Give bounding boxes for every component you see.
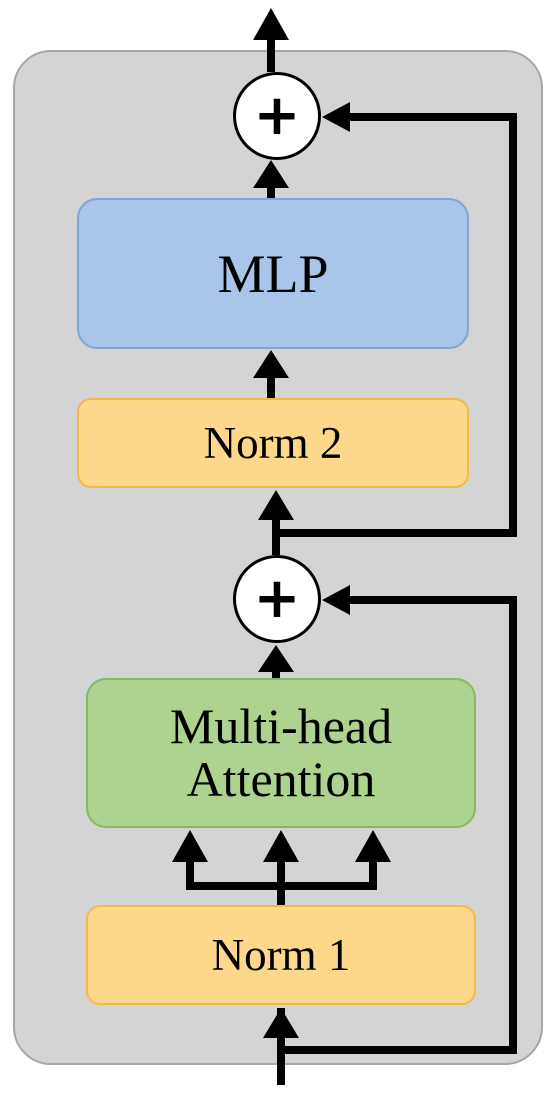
output-arrowhead <box>253 8 289 40</box>
residual-connection-2 <box>276 113 517 537</box>
plus-icon: + <box>253 566 301 631</box>
add-node-top: + <box>233 72 321 160</box>
mlp-block: MLP <box>77 198 469 349</box>
attention-label-line2: Attention <box>186 751 376 807</box>
mlp-to-add-arrowhead <box>253 160 289 188</box>
norm2-block: Norm 2 <box>77 398 469 488</box>
mlp-label: MLP <box>217 243 329 304</box>
attention-label-line1: Multi-head <box>169 698 393 754</box>
norm1-block: Norm 1 <box>86 905 476 1005</box>
norm2-label: Norm 2 <box>203 418 343 468</box>
norm2-to-mlp-arrowhead <box>253 350 289 378</box>
attention-arrowhead-k <box>172 830 208 862</box>
add-node-bottom: + <box>233 555 321 643</box>
input-arrowhead <box>263 1008 299 1038</box>
attention-to-add-arrowhead <box>258 645 294 672</box>
attention-arrowhead-q <box>263 830 299 862</box>
residual-2-arrowhead <box>322 102 350 132</box>
residual-1-arrowhead <box>322 585 350 615</box>
multi-head-attention-block: Multi-head Attention <box>86 678 476 828</box>
plus-icon: + <box>253 83 301 148</box>
attention-arrowhead-v <box>355 830 391 862</box>
norm1-label: Norm 1 <box>211 930 351 980</box>
residual-connection-1 <box>281 596 517 1054</box>
add-to-norm2-arrowhead <box>258 490 294 520</box>
